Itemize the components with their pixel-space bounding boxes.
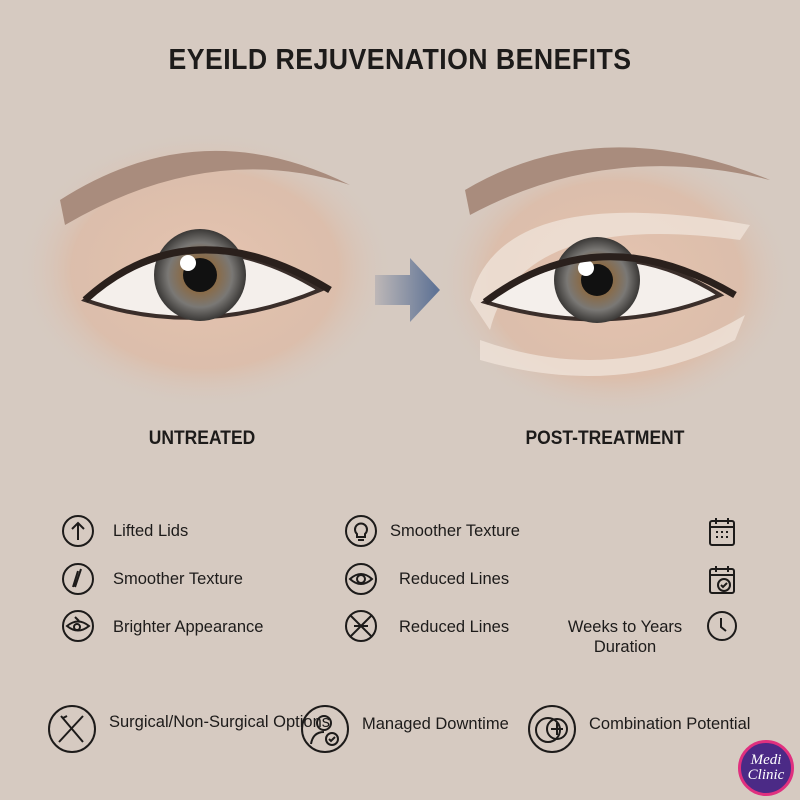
post-treatment-eye xyxy=(435,140,795,420)
feature-lifted-lids: Lifted Lids xyxy=(113,522,189,540)
post-treatment-label: POST-TREATMENT xyxy=(525,428,685,449)
calendar-icon xyxy=(707,516,737,548)
clock-icon xyxy=(706,610,738,642)
crossed-lines-icon xyxy=(344,609,378,643)
logo-text-2: Clinic xyxy=(747,767,785,783)
feature-brighter-appearance: Brighter Appearance xyxy=(113,618,264,636)
crossed-tools-icon xyxy=(47,704,97,754)
eye-sparkle-icon xyxy=(61,609,95,643)
logo-text-1: Medi xyxy=(750,752,782,768)
overlap-plus-icon xyxy=(527,704,577,754)
option-surgical: Surgical/Non-Surgical Options xyxy=(109,713,331,731)
feature-duration: Weeks to Years Duration xyxy=(567,618,683,656)
person-check-icon xyxy=(300,704,350,754)
option-combination: Combination Potential xyxy=(589,715,751,733)
arrow-up-circle-icon xyxy=(61,514,95,548)
arrow-right-icon xyxy=(375,258,440,322)
pen-circle-icon xyxy=(61,562,95,596)
feature-reduced-lines-1: Reduced Lines xyxy=(399,570,510,588)
untreated-label: UNTREATED xyxy=(148,428,256,449)
feature-smoother-texture-2: Smoother Texture xyxy=(113,570,243,588)
calendar-check-icon xyxy=(707,564,737,596)
feature-reduced-lines-2: Reduced Lines xyxy=(399,618,510,636)
untreated-eye xyxy=(15,130,395,410)
eye-circle-icon xyxy=(344,562,378,596)
option-downtime: Managed Downtime xyxy=(362,715,509,733)
lightbulb-icon xyxy=(344,514,378,548)
page-title: EYEILD REJUVENATION BENEFITS xyxy=(168,44,632,76)
feature-smoother-texture-1: Smoother Texture xyxy=(390,522,520,540)
eye-comparison-illustration xyxy=(15,130,795,420)
